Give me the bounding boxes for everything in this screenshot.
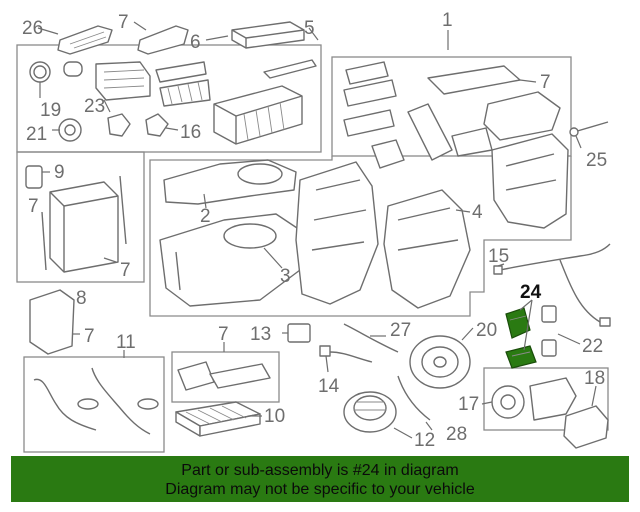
- callout-9: 9: [54, 162, 65, 183]
- group-box-11: [23, 356, 165, 453]
- part-filter-strip: [263, 59, 317, 79]
- callout-7: 7: [120, 260, 131, 281]
- part-10-cabin-filter: [175, 401, 261, 437]
- part-grille-b: [343, 79, 397, 107]
- callout-18: 18: [584, 368, 605, 389]
- callout-23: 23: [84, 96, 105, 117]
- part-11-lines: [33, 367, 159, 435]
- group-box-1-upper: [331, 56, 572, 157]
- part-17-gear: [491, 385, 525, 419]
- part-7-filter-frame: [427, 65, 521, 95]
- part-door-a: [451, 127, 493, 157]
- part-22-actuator-a: [541, 305, 557, 323]
- callout-14: 14: [318, 376, 340, 397]
- callout-6: 6: [190, 32, 201, 53]
- part-door-b: [371, 139, 405, 169]
- part-main-housing: [295, 161, 379, 305]
- part-4-case-half: [383, 189, 471, 309]
- part-22-actuator-b: [541, 339, 557, 357]
- part-28-drain: [397, 375, 431, 421]
- part-21-gear: [58, 118, 82, 142]
- part-duct-right: [491, 133, 569, 229]
- part-2-upper-case: [163, 159, 297, 205]
- callout-16: 16: [180, 122, 201, 143]
- part-actuator-motor: [529, 377, 577, 421]
- part-18-actuator: [563, 405, 609, 449]
- callout-5: 5: [304, 18, 315, 39]
- part-8-evaporator: [49, 181, 119, 273]
- callout-24-highlighted: 24: [520, 282, 542, 303]
- part-19-seal: [29, 61, 51, 83]
- callout-12: 12: [414, 430, 435, 451]
- callout-7: 7: [84, 326, 95, 347]
- part-26-duct: [57, 25, 113, 55]
- group-box-7-filters: [171, 351, 280, 403]
- part-7-seal-left: [41, 211, 47, 271]
- callout-3: 3: [280, 266, 291, 287]
- group-box-1: [149, 156, 572, 317]
- part-12-blower-motor: [343, 391, 397, 433]
- banner-line-1: Part or sub-assembly is #24 in diagram: [181, 462, 459, 479]
- part-16-actuator: [145, 113, 169, 137]
- callout-10: 10: [264, 406, 285, 427]
- callout-7: 7: [118, 12, 129, 33]
- part-15-harness: [493, 243, 611, 327]
- part-7-filter-a: [177, 361, 215, 391]
- callout-15: 15: [488, 246, 509, 267]
- callout-27: 27: [390, 320, 411, 341]
- callout-1: 1: [442, 10, 453, 31]
- callout-25: 25: [586, 150, 607, 171]
- part-bracket: [407, 103, 453, 161]
- leader-lines: [37, 21, 597, 439]
- callout-22: 22: [582, 336, 603, 357]
- part-grille-a: [345, 61, 389, 85]
- part-7-gasket: [29, 289, 75, 355]
- callout-20: 20: [476, 320, 497, 341]
- group-box-17-18: [483, 367, 609, 431]
- part-5-box: [231, 21, 305, 49]
- part-9-sensor: [25, 165, 43, 189]
- part-housing-small: [155, 61, 211, 107]
- group-box-8: [16, 151, 145, 283]
- callout-21: 21: [26, 124, 47, 145]
- callout-17: 17: [458, 394, 479, 415]
- callout-2: 2: [200, 206, 211, 227]
- callout-7: 7: [540, 72, 551, 93]
- part-27-hose: [343, 323, 399, 353]
- part-25-screw: [569, 121, 609, 137]
- callout-8: 8: [76, 288, 87, 309]
- part-housing-corner: [483, 91, 561, 141]
- callout-28: 28: [446, 424, 467, 445]
- part-heater-core-housing: [213, 85, 303, 145]
- info-banner: Part or sub-assembly is #24 in diagram D…: [11, 456, 629, 502]
- part-24-highlighted[interactable]: [505, 307, 537, 369]
- callout-11: 11: [116, 332, 136, 353]
- part-23-lever: [107, 113, 131, 137]
- part-14-harness: [319, 345, 373, 363]
- part-7-seal-right: [119, 175, 127, 245]
- callout-13: 13: [250, 324, 271, 345]
- part-13-resistor: [287, 323, 311, 343]
- part-3-lower-case: [159, 213, 301, 307]
- part-7-filter-b: [209, 363, 271, 389]
- banner-line-2: Diagram may not be specific to your vehi…: [165, 481, 475, 498]
- callout-7: 7: [218, 324, 229, 345]
- part-23-actuator: [63, 61, 151, 101]
- part-20-blower-wheel: [409, 335, 471, 389]
- callout-19: 19: [40, 100, 61, 121]
- callout-7: 7: [28, 196, 39, 217]
- callout-4: 4: [472, 202, 483, 223]
- part-7-vent-top: [137, 25, 189, 55]
- callout-26: 26: [22, 18, 43, 39]
- part-grille-c: [343, 109, 395, 137]
